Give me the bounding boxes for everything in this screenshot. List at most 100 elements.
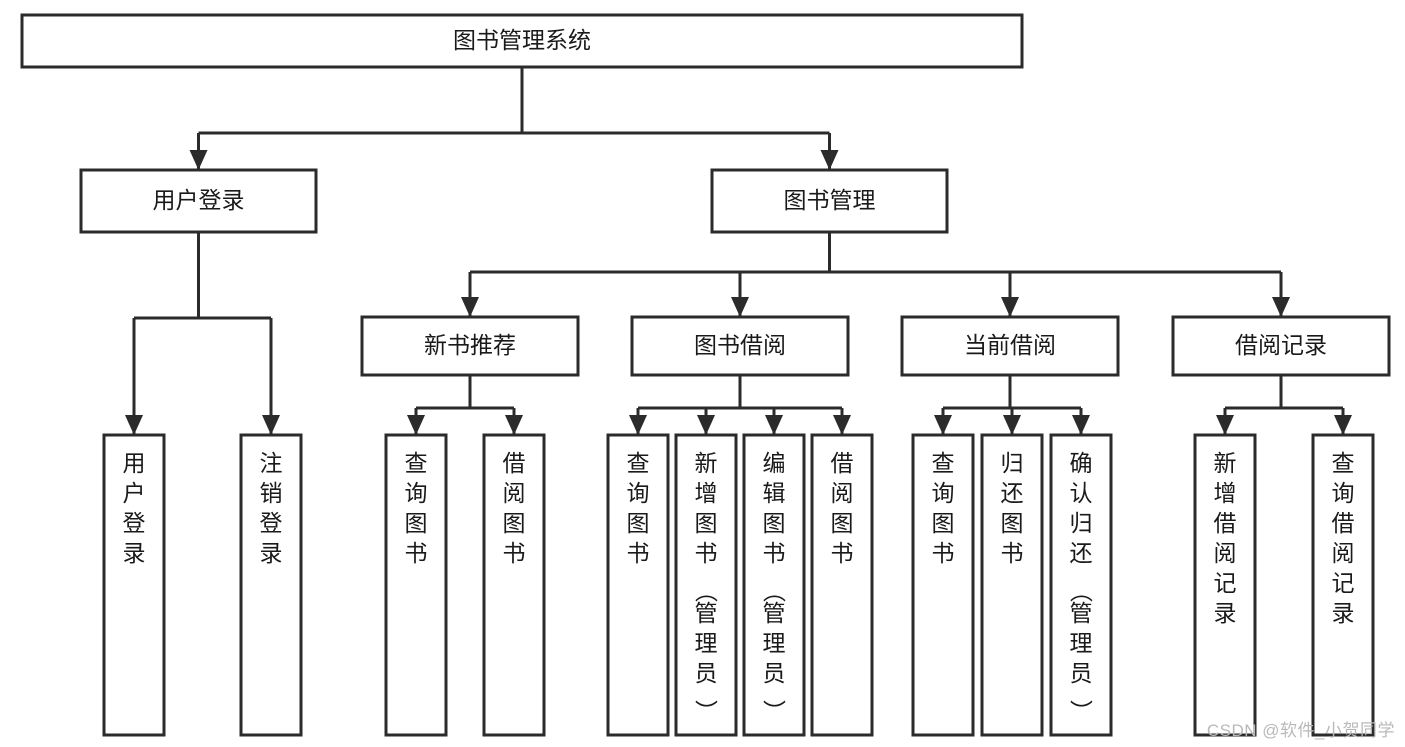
node-label-char: 查 <box>405 450 428 476</box>
node-label-char: 图 <box>627 510 650 536</box>
node-label-char: 阅 <box>1214 540 1237 566</box>
arrow-head-icon <box>629 415 647 435</box>
node-label-char: 理 <box>695 630 718 656</box>
node-root[interactable]: 图书管理系统 <box>20 13 1024 69</box>
node-label-char: 图 <box>763 510 786 536</box>
node-label-char: 录 <box>1332 600 1355 626</box>
node-box[interactable] <box>1171 315 1391 377</box>
node-box[interactable] <box>606 433 670 737</box>
node-label-char: 查 <box>1332 450 1355 476</box>
node-label: 用户登录 <box>153 187 245 213</box>
arrow-head-icon <box>833 415 851 435</box>
node-label-char: 图 <box>1001 510 1024 536</box>
node-label-char: 用 <box>123 450 146 476</box>
node-label-char: 员 <box>1070 660 1093 686</box>
node-label-char: 借 <box>1332 510 1355 536</box>
node-label-char: 借 <box>1214 510 1237 536</box>
node-label-char: 图 <box>503 510 526 536</box>
node-label-char: 记 <box>1214 570 1237 596</box>
node-label-char: （ <box>1068 580 1094 603</box>
node-label-char: 员 <box>763 660 786 686</box>
arrow-head-icon <box>731 297 749 317</box>
node-box[interactable] <box>1193 433 1257 737</box>
node-box[interactable] <box>79 168 318 234</box>
node-label-char: 阅 <box>1332 540 1355 566</box>
node-user-login-do[interactable]: 用户登录 <box>102 433 166 737</box>
node-label-char: 书 <box>695 540 718 566</box>
node-label-char: 辑 <box>763 480 786 506</box>
node-book-manage[interactable]: 图书管理 <box>710 168 949 234</box>
node-label-char: 阅 <box>503 480 526 506</box>
node-label-char: 注 <box>260 450 283 476</box>
node-label-char: 查 <box>627 450 650 476</box>
node-label-char: 理 <box>763 630 786 656</box>
node-label: 图书管理 <box>784 187 876 213</box>
node-label-char: ） <box>761 700 787 723</box>
node-label-char: 归 <box>1070 510 1093 536</box>
arrow-head-icon <box>1001 297 1019 317</box>
node-label-char: 户 <box>123 480 146 506</box>
watermark-label: CSDN @软件_小贺同学 <box>1206 721 1395 740</box>
node-box[interactable] <box>810 433 874 737</box>
node-label-char: 理 <box>1070 630 1093 656</box>
node-box[interactable] <box>102 433 166 737</box>
node-label-char: 增 <box>695 480 718 506</box>
node-box[interactable] <box>630 315 850 377</box>
node-label: 图书借阅 <box>694 332 786 358</box>
node-label-char: 查 <box>932 450 955 476</box>
node-label-char: 录 <box>123 540 146 566</box>
node-label-char: 登 <box>123 510 146 536</box>
node-box[interactable] <box>674 433 738 737</box>
node-label-char: 新 <box>1214 450 1237 476</box>
node-label-char: 书 <box>932 540 955 566</box>
node-box[interactable] <box>20 13 1024 69</box>
node-label-char: 管 <box>1070 600 1093 626</box>
node-label-char: 询 <box>932 480 955 506</box>
node-box[interactable] <box>911 433 975 737</box>
node-label-char: 录 <box>260 540 283 566</box>
node-label-char: 还 <box>1001 480 1024 506</box>
node-label-char: 询 <box>627 480 650 506</box>
node-box[interactable] <box>742 433 806 737</box>
arrow-head-icon <box>934 415 952 435</box>
node-label-char: 书 <box>763 540 786 566</box>
node-new-book-recommend[interactable]: 新书推荐 <box>360 315 580 377</box>
node-box[interactable] <box>900 315 1120 377</box>
node-label-char: 借 <box>503 450 526 476</box>
node-book-borrow[interactable]: 图书借阅 <box>630 315 850 377</box>
node-label-char: ） <box>693 700 719 723</box>
node-label-char: 登 <box>260 510 283 536</box>
node-label-char: 新 <box>695 450 718 476</box>
node-label-char: 增 <box>1214 480 1237 506</box>
node-box[interactable] <box>980 433 1044 737</box>
node-borrow-record[interactable]: 借阅记录 <box>1171 315 1391 377</box>
node-label: 当前借阅 <box>964 332 1056 358</box>
node-box[interactable] <box>710 168 949 234</box>
node-current-borrow[interactable]: 当前借阅 <box>900 315 1120 377</box>
node-box[interactable] <box>1311 433 1375 737</box>
node-box[interactable] <box>1049 433 1113 737</box>
node-box[interactable] <box>482 433 546 737</box>
node-user-login[interactable]: 用户登录 <box>79 168 318 234</box>
node-label: 新书推荐 <box>424 332 516 358</box>
node-label-char: 认 <box>1070 480 1093 506</box>
arrow-head-icon <box>1272 297 1290 317</box>
node-box[interactable] <box>239 433 303 737</box>
node-box[interactable] <box>360 315 580 377</box>
arrow-head-icon <box>820 150 839 170</box>
node-label-char: 录 <box>1214 600 1237 626</box>
node-box[interactable] <box>384 433 448 737</box>
